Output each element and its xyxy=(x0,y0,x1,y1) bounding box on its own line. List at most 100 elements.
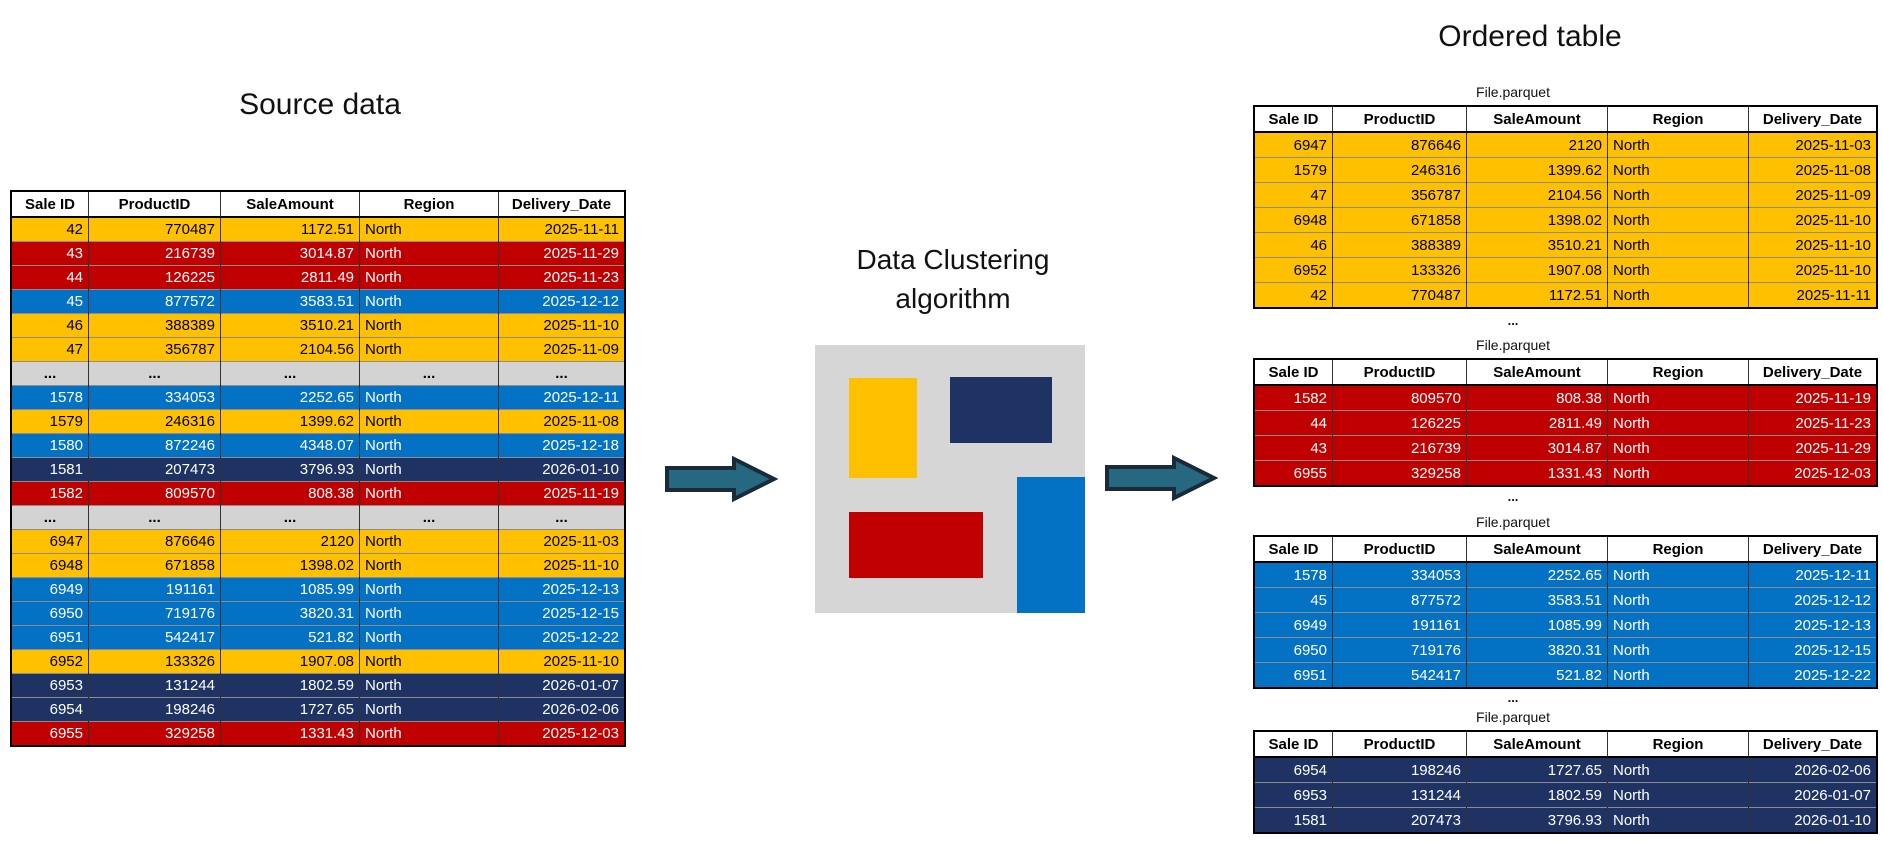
cell: ... xyxy=(10,505,89,530)
cell: 126225 xyxy=(88,265,221,290)
parquet-file-label: File.parquet xyxy=(1476,709,1550,725)
ordered-table-title: Ordered table xyxy=(1438,20,1622,53)
cell: 2025-12-18 xyxy=(498,433,626,458)
cell: 1578 xyxy=(1253,561,1333,588)
cell: 2026-01-07 xyxy=(498,673,626,698)
cell: 6954 xyxy=(10,697,89,722)
cell: ... xyxy=(88,505,221,530)
cell: 45 xyxy=(1253,587,1333,613)
cell: 44 xyxy=(1253,410,1333,436)
cell: 3820.31 xyxy=(1466,637,1608,663)
cluster-yellow-box xyxy=(849,378,917,478)
cell: 2025-11-10 xyxy=(498,313,626,338)
cell: 2120 xyxy=(1466,131,1608,158)
cell: North xyxy=(1607,662,1749,689)
column-header: Region xyxy=(1607,105,1749,133)
cell: 770487 xyxy=(1332,282,1467,309)
cell: 1907.08 xyxy=(220,649,360,674)
cell: North xyxy=(359,433,499,458)
column-header: ProductID xyxy=(88,190,221,218)
column-header: Delivery_Date xyxy=(1748,730,1878,758)
cell: 1582 xyxy=(10,481,89,506)
cell: 3014.87 xyxy=(220,241,360,266)
cell: 2025-12-11 xyxy=(498,385,626,410)
cell: 1331.43 xyxy=(1466,460,1608,487)
cell: 3796.93 xyxy=(1466,807,1608,834)
cell: North xyxy=(359,385,499,410)
cell: 2811.49 xyxy=(1466,410,1608,436)
cell: North xyxy=(1607,587,1749,613)
cell: 1581 xyxy=(1253,807,1333,834)
column-header: SaleAmount xyxy=(220,190,360,218)
cell: 1907.08 xyxy=(1466,257,1608,283)
cell: 809570 xyxy=(1332,384,1467,411)
cell: 1802.59 xyxy=(220,673,360,698)
cell: 131244 xyxy=(88,673,221,698)
cell: North xyxy=(359,673,499,698)
cell: 6953 xyxy=(10,673,89,698)
cell: North xyxy=(359,553,499,578)
cell: 334053 xyxy=(1332,561,1467,588)
cell: 719176 xyxy=(88,601,221,626)
cell: 6955 xyxy=(1253,460,1333,487)
cell: 6948 xyxy=(10,553,89,578)
cell: 6950 xyxy=(1253,637,1333,663)
cell: 2025-12-11 xyxy=(1748,561,1878,588)
cell: 2025-11-10 xyxy=(498,649,626,674)
cell: 877572 xyxy=(88,289,221,314)
cell: North xyxy=(1607,782,1749,808)
parquet-file-label: File.parquet xyxy=(1476,337,1550,353)
cell: ... xyxy=(220,361,360,386)
cell: 2026-02-06 xyxy=(1748,756,1878,783)
cell: 1085.99 xyxy=(1466,612,1608,638)
cell: North xyxy=(359,649,499,674)
cell: 1582 xyxy=(1253,384,1333,411)
cell: 2025-11-10 xyxy=(1748,232,1878,258)
column-header: ProductID xyxy=(1332,730,1467,758)
table-row: ............... xyxy=(10,505,626,530)
cell: 46 xyxy=(1253,232,1333,258)
cell: North xyxy=(359,625,499,650)
column-header: SaleAmount xyxy=(1466,358,1608,386)
table-row: ............... xyxy=(10,361,626,386)
cluster-plot xyxy=(815,345,1085,613)
column-header: Delivery_Date xyxy=(498,190,626,218)
cell: 2026-02-06 xyxy=(498,697,626,722)
cell: 6950 xyxy=(10,601,89,626)
cell: 521.82 xyxy=(220,625,360,650)
cell: 872246 xyxy=(88,433,221,458)
cell: 2025-11-03 xyxy=(498,529,626,554)
cell: North xyxy=(359,313,499,338)
cell: North xyxy=(359,601,499,626)
cell: North xyxy=(1607,232,1749,258)
cell: 2026-01-10 xyxy=(498,457,626,482)
column-header: ProductID xyxy=(1332,535,1467,563)
ellipsis-separator: ... xyxy=(1507,313,1519,328)
cell: 2025-11-23 xyxy=(1748,410,1878,436)
cell: 216739 xyxy=(1332,435,1467,461)
cell: 2025-12-15 xyxy=(498,601,626,626)
ellipsis-separator: ... xyxy=(1507,690,1519,705)
cell: 6949 xyxy=(10,577,89,602)
cell: North xyxy=(1607,637,1749,663)
cell: 809570 xyxy=(88,481,221,506)
cell: 3510.21 xyxy=(220,313,360,338)
column-header: Region xyxy=(1607,358,1749,386)
column-header: Delivery_Date xyxy=(1748,358,1878,386)
cell: 2025-12-03 xyxy=(1748,460,1878,487)
cell: North xyxy=(1607,410,1749,436)
